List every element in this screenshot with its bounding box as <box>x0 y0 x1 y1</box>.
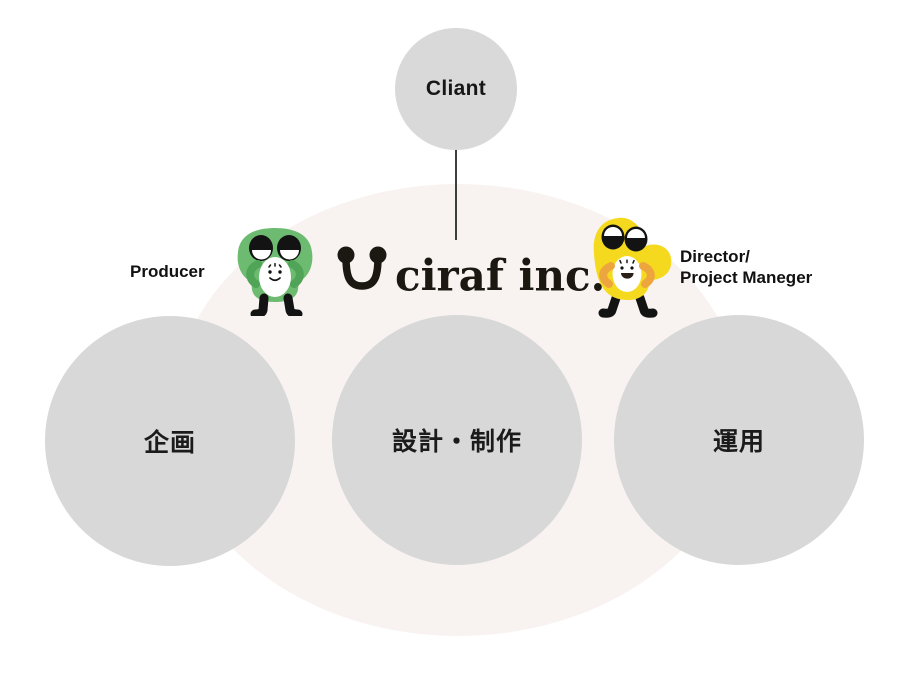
logo-mark-icon <box>336 245 388 306</box>
node-planning: 企画 <box>45 316 295 566</box>
node-operation-label: 運用 <box>712 428 765 456</box>
client-connector-line <box>455 147 457 240</box>
logo-text: ciraf inc. <box>395 250 606 300</box>
company-logo: ciraf inc. <box>336 245 605 305</box>
green-mascot-icon <box>228 222 322 321</box>
producer-label: Producer <box>130 262 205 281</box>
node-design-production: 設計・制作 <box>332 315 582 565</box>
client-node: Cliant <box>395 28 517 150</box>
director-label-line1: Director/ <box>680 247 750 266</box>
client-label: Cliant <box>425 77 487 100</box>
node-operation: 運用 <box>614 315 864 565</box>
node-planning-label: 企画 <box>143 429 196 457</box>
director-label: Director/ Project Maneger <box>680 246 812 288</box>
yellow-mascot-icon <box>586 214 676 323</box>
node-design-production-label: 設計・制作 <box>391 428 522 456</box>
director-label-line2: Project Maneger <box>680 268 813 287</box>
